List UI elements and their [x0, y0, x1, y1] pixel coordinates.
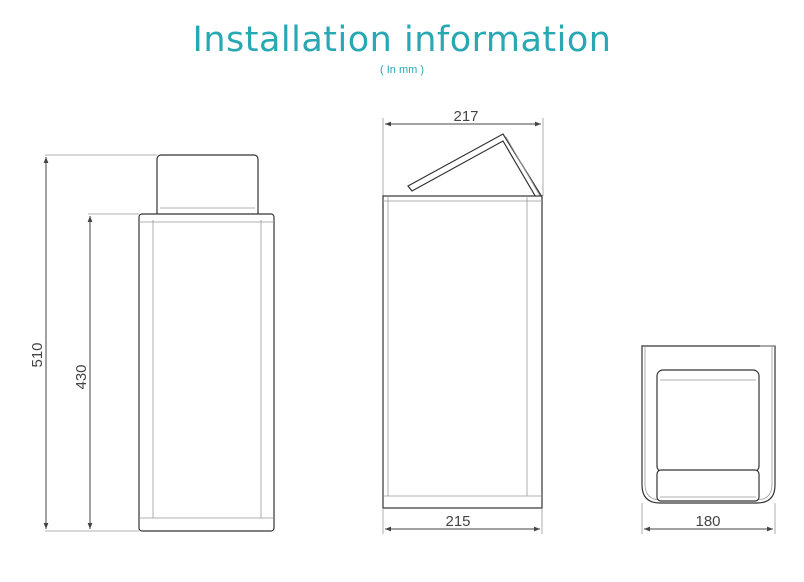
front-lid — [156, 154, 259, 221]
side-body — [382, 195, 543, 509]
side-view: 217 215 — [382, 108, 544, 534]
dimension-label-height-total: 510 — [29, 342, 46, 367]
top-view: 180 — [641, 345, 776, 534]
dimension-label-height-body: 430 — [73, 364, 90, 389]
top-lid-front — [656, 469, 760, 502]
dimension-label-width-top: 217 — [453, 108, 478, 125]
top-opening — [656, 369, 760, 473]
front-view: 510 430 — [29, 154, 275, 532]
unit-note: ( In mm ) — [380, 64, 424, 76]
page-title: Installation information — [192, 20, 612, 60]
dimension-label-width-bottom: 215 — [445, 513, 470, 530]
dimension-label-depth: 180 — [695, 513, 720, 530]
front-body — [138, 213, 275, 532]
side-lid — [407, 133, 543, 200]
